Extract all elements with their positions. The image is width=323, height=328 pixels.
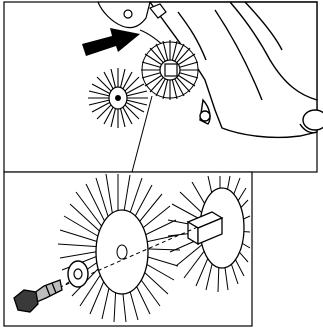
side-brush-icon — [88, 68, 148, 128]
top-panel — [4, 2, 323, 172]
bottom-panel — [4, 172, 252, 326]
washer-icon — [68, 261, 88, 287]
